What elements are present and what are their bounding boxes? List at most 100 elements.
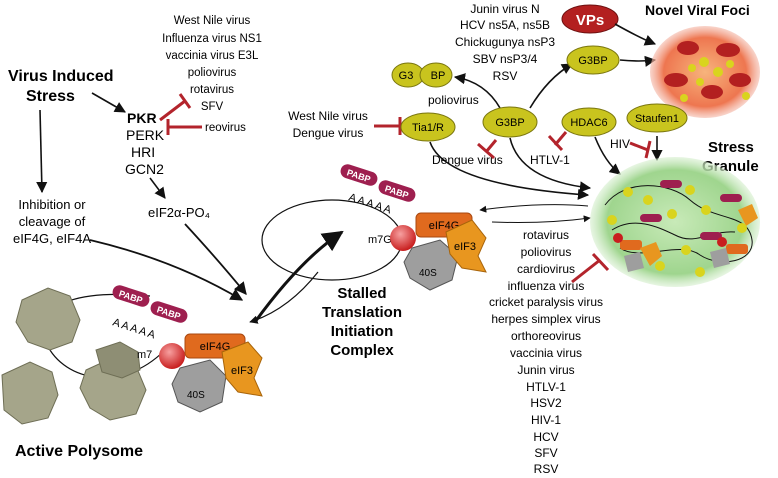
sg-virus-5: herpes simplex virus [491,312,600,326]
g3-split-right [419,62,453,88]
novel-viral-foci [650,26,760,118]
novel-foci-label: Novel Viral Foci [645,2,750,18]
sg-g3bp-1 [623,187,633,197]
g3bp-oval [482,106,538,138]
foci-vp-1 [677,41,699,55]
poliovirus-label: poliovirus [428,93,479,107]
inhibit-htlv [547,131,568,152]
arrow-viral-g3bp-to-foci [619,55,657,67]
polysome-polya: A A A A A [111,316,157,341]
tia-virus-list: West Nile virus Dengue virus [288,109,368,140]
sg-virus-2: cardiovirus [517,262,575,276]
stress-granule [590,157,760,287]
stalled-polya: A A A A A [347,191,393,216]
stalled-complex-label: Stalled Translation Initiation Complex [322,285,402,359]
inhibit-reovirus [166,119,202,135]
virus-induced-stress-line2: Stress [26,88,75,105]
foci-g3bp-6 [680,94,688,102]
viral-g3bp-label: G3BP [578,55,607,67]
staufen-oval [626,103,688,133]
ribosome-4 [95,341,141,379]
hdac6-oval [561,107,617,137]
sg-40s-1 [624,252,644,272]
sg-eif3-2 [738,204,758,226]
sg-virus-0: rotavirus [523,228,569,242]
sg-pabp-1 [660,180,682,188]
viral-g3bp-oval [566,45,620,75]
staufen-label: Staufen1 [635,113,679,125]
sg-virus-14: RSV [534,462,559,476]
stalled-cap [390,225,416,251]
sg-g3bp-7 [681,245,691,255]
perk-label: PERK [126,127,165,143]
g3-split-right-label: BP [431,70,446,82]
sg-virus-3: influenza virus [508,279,585,293]
inhibition-text: Inhibition or cleavage of eIF4G, eIF4A [13,197,91,246]
pkr-virus-2: vaccinia virus E3L [166,50,259,62]
reovirus-label: reovirus [205,122,246,134]
polysome-40s-label: 40S [187,390,205,401]
inhibition-line-0: Inhibition or [18,197,86,212]
g3bp-label: G3BP [495,117,524,129]
arrow-kinases-to-eif2 [149,177,166,199]
stalled-40s [403,239,459,291]
foci-vp-5 [729,73,751,87]
pkr-virus-0: West Nile virus [174,15,251,27]
foci-g3bp-4 [696,78,704,86]
stalled-eif3 [445,219,487,273]
sg-virus-1: poliovirus [521,245,572,259]
g3bp-virus-1: HCV ns5A, ns5B [460,18,550,32]
inhibit-sg-viruses [571,252,610,284]
foci-vp-4 [701,85,723,99]
sg-virus-11: HIV-1 [531,413,561,427]
polysome-pabp-1 [112,285,150,307]
stalled-40s-label: 40S [419,268,437,279]
vps-oval [561,4,619,34]
pkr-virus-4: rotavirus [190,84,234,96]
pkr-virus-3: poliovirus [188,67,237,79]
stalled-line-1: Translation [322,304,402,321]
sg-virus-4: cricket paralysis virus [489,295,603,309]
sg-g3bp-4 [701,205,711,215]
hdac6-label: HDAC6 [570,117,607,129]
foci-g3bp-3 [713,67,723,77]
tia-label: Tia1/R [412,122,444,134]
inhibit-dengue [477,139,498,160]
sg-g3bp-9 [737,223,747,233]
foci-g3bp-7 [742,92,750,100]
sg-cap-2 [717,237,727,247]
stalled-pabp-2 [378,180,416,202]
htlv-label: HTLV-1 [530,153,570,167]
stalled-pabp-1 [340,164,378,186]
sg-virus-list: rotavirus poliovirus cardiovirus influen… [489,228,603,476]
sg-virus-12: HCV [533,430,558,444]
arrow-g3bp-to-viral [529,63,573,109]
inhibit-pkr-viruses [159,93,192,122]
sg-40s-2 [710,248,730,268]
ribosome-1 [15,287,81,351]
arrow-stress-to-inhibition [36,109,48,194]
pkr-virus-5: SFV [201,101,224,113]
sg-pabp-4 [700,232,722,240]
pkr-label: PKR [127,110,157,126]
foci-vp-3 [664,73,688,87]
arrow-hdac6-to-sg [594,136,621,175]
polysome-eif4g-label: eIF4G [200,341,231,353]
sg-virus-13: SFV [534,446,557,460]
arrow-polysome-to-stalled [253,230,344,323]
stalled-line-0: Stalled [337,285,386,302]
sg-virus-8: Junin virus [517,363,574,377]
stress-granule-line1: Stress [708,139,754,156]
gcn2-label: GCN2 [125,161,164,177]
sg-virus-10: HSV2 [530,396,562,410]
tia-virus-1: Dengue virus [293,126,364,140]
tia-virus-0: West Nile virus [288,109,368,123]
dengue-label: Dengue virus [432,153,503,167]
stalled-m7g-label: m7G [368,234,392,246]
arrow-g3bp-to-split [453,73,501,109]
arrow-eif2-to-stalled [184,223,247,295]
virus-induced-stress-line1: Virus Induced [8,68,114,85]
polysome-eif3 [221,341,263,397]
sg-g3bp-10 [695,267,705,277]
sg-g3bp-6 [607,215,617,225]
